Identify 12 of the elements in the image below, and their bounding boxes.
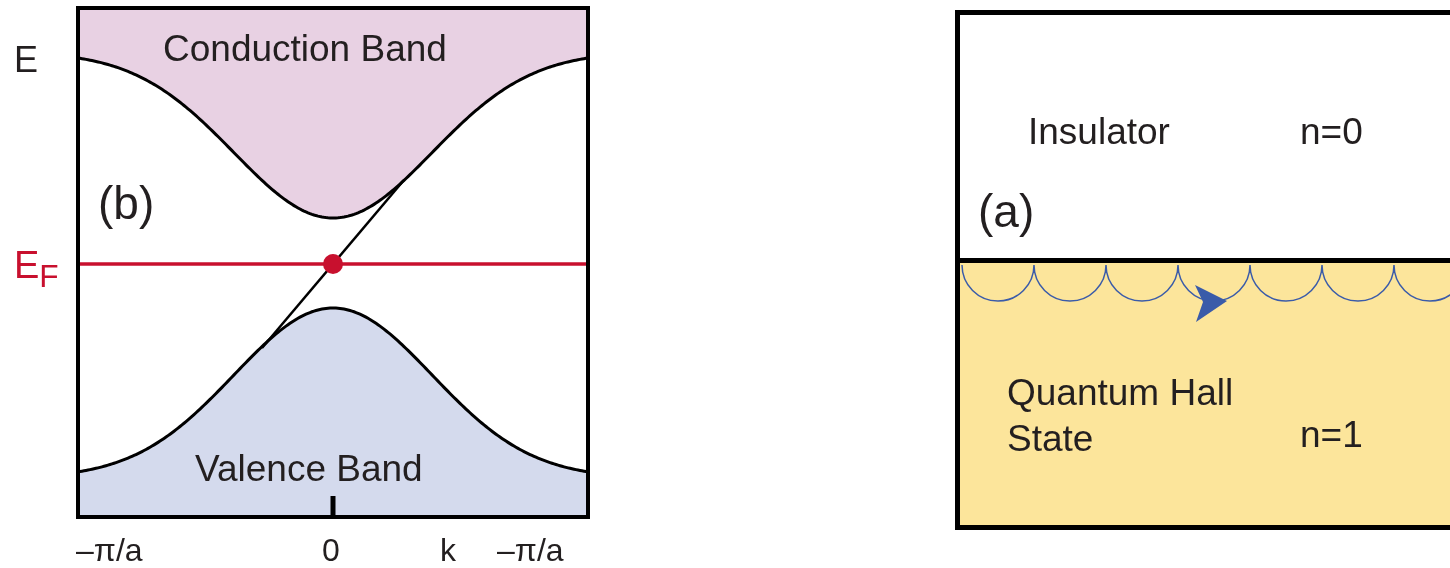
fermi-energy-label: E$_{F}$ <box>14 246 59 293</box>
region-label: n=1 <box>1300 416 1363 453</box>
region-label: Quantum Hall State <box>1007 371 1235 462</box>
tick-label: –π/a <box>76 534 143 566</box>
region-label: Valence Band <box>195 450 423 487</box>
region-label: n=0 <box>1300 113 1363 150</box>
tick-label: –π/a <box>497 534 564 566</box>
region-label: Insulator <box>1028 113 1170 150</box>
region-label: Conduction Band <box>163 30 447 67</box>
axis-label: k <box>440 534 456 566</box>
tick-label: 0 <box>322 534 340 566</box>
axis-label: E <box>14 42 38 78</box>
